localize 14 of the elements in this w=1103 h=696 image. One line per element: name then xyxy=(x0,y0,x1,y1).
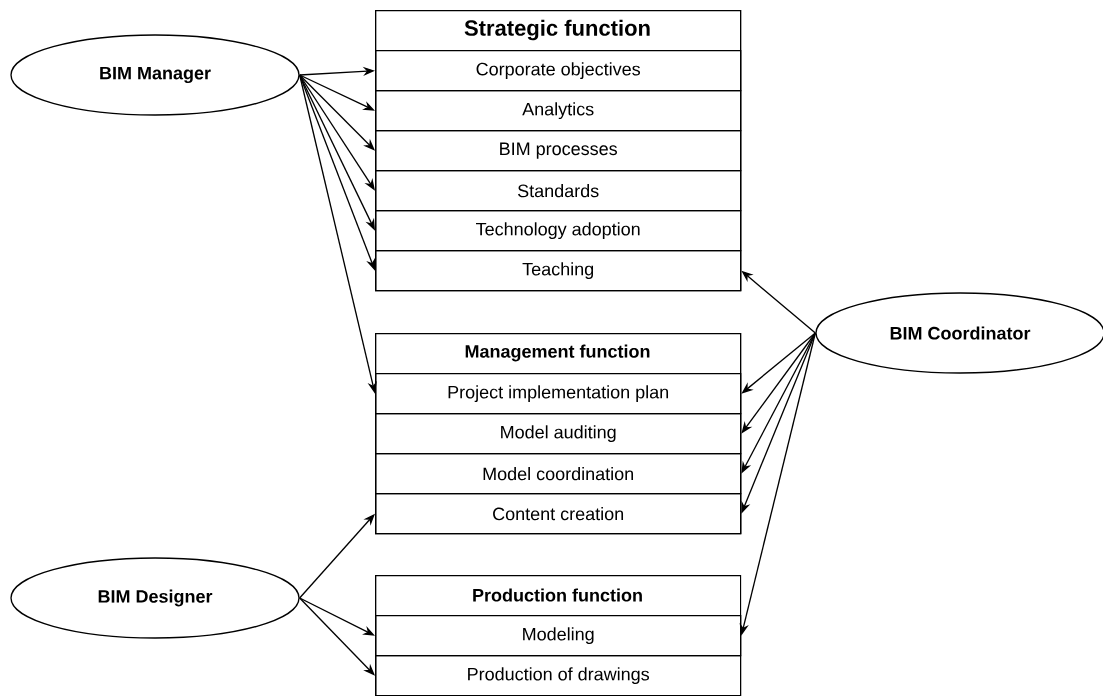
table-row: Production of drawings xyxy=(375,655,742,696)
table-row: Modeling xyxy=(375,615,742,657)
table-row: Corporate objectives xyxy=(375,50,742,92)
table-row: Technology adoption xyxy=(375,210,742,252)
arrow xyxy=(299,74,375,151)
table-row: BIM processes xyxy=(375,130,742,172)
table-row: Model coordination xyxy=(375,453,742,495)
table-row: Standards xyxy=(375,170,742,212)
table-row: Analytics xyxy=(375,90,742,132)
table-row: Teaching xyxy=(375,250,742,292)
table-row: Model auditing xyxy=(375,413,742,455)
table-row: Content creation xyxy=(375,493,742,535)
arrow xyxy=(299,597,375,636)
table-row: Project implementation plan xyxy=(375,373,742,415)
